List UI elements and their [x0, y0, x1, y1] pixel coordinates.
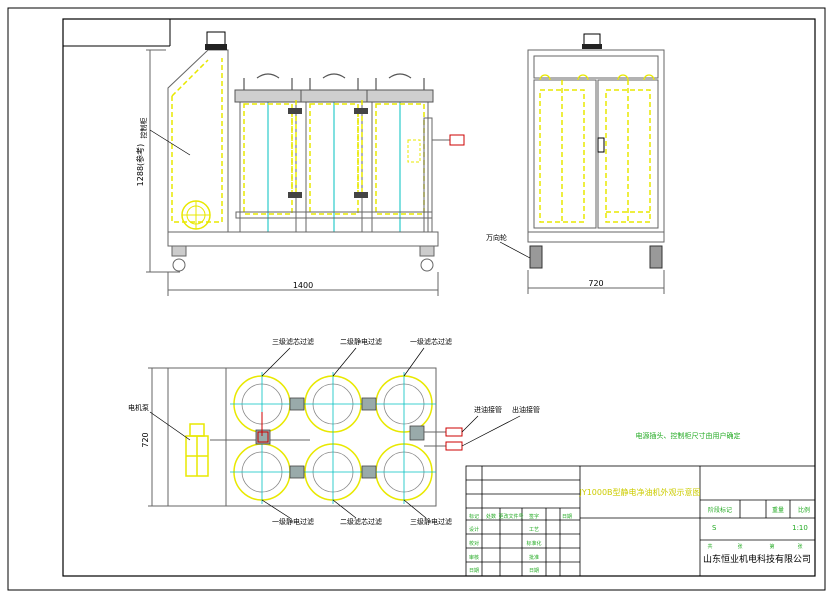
sheet-label-3: 张	[797, 543, 802, 550]
company-name: 山东恒业机电科技有限公司	[703, 553, 811, 565]
scale-header: 比例	[798, 506, 810, 514]
label-top-mid: 二级静电过滤	[340, 337, 382, 346]
right-row-3: 日期	[529, 568, 539, 574]
outer-border	[7, 7, 826, 591]
top-frame	[167, 367, 437, 507]
left-row-0: 设计	[469, 526, 479, 533]
motor-label: 电机泵	[128, 403, 149, 412]
right-row-1: 标准化	[526, 540, 541, 547]
sheet-label-0: 共	[707, 543, 712, 550]
top-view: 720 电机泵 三级滤芯过滤 二级静电过滤 一级滤芯过滤 一级静电过滤 二级滤芯…	[128, 337, 540, 526]
row-label-1: 处数	[486, 513, 496, 520]
front-width-dim: 720	[588, 279, 603, 288]
title-block	[465, 465, 816, 577]
control-cabinet-label: 控制柜	[139, 118, 148, 139]
side-frame	[167, 231, 439, 247]
side-view: 1288(参考) 1400 控制柜	[135, 31, 465, 296]
warning-lamp-base	[205, 44, 227, 50]
row-label-2: 更改文件号	[498, 513, 523, 520]
caster-right	[420, 258, 434, 272]
sheet-label-1: 张	[737, 543, 742, 550]
row-label-0: 标记	[469, 513, 479, 520]
outlet-label: 出油接管	[512, 405, 540, 414]
label-bottom-right: 三级静电过滤	[410, 517, 452, 526]
left-row-3: 日期	[469, 568, 479, 574]
control-cabinet-outline	[167, 49, 229, 233]
label-bottom-left: 一级静电过滤	[272, 517, 314, 526]
left-row-2: 审核	[469, 554, 479, 561]
inlet-label: 进油接管	[474, 405, 502, 414]
outlet-valve	[449, 134, 465, 146]
right-row-2: 批准	[529, 554, 539, 561]
scale-value: 1:10	[792, 524, 808, 532]
stage-mark: S	[712, 524, 717, 532]
sheet-label-2: 第	[769, 543, 774, 550]
drawing-title: JY1000B型静电净油机外观示意图	[578, 487, 700, 497]
row-label-3: 签字	[529, 513, 539, 520]
label-top-right: 一级滤芯过滤	[410, 337, 452, 346]
caster-left	[172, 258, 186, 272]
left-row-1: 校对	[469, 540, 479, 547]
right-row-0: 工艺	[529, 527, 539, 533]
row-label-4: 日期	[562, 514, 572, 520]
label-bottom-mid: 二级滤芯过滤	[340, 517, 382, 526]
weight-header: 重量	[772, 506, 784, 514]
caster-label: 万向轮	[486, 233, 507, 242]
label-top-left: 三级滤芯过滤	[272, 337, 314, 346]
title-row-labels: 标记 处数 更改文件号 签字 日期 设计 校对 审核 日期 工艺 标准化 批准 …	[469, 513, 803, 574]
note-text: 电源插头、控制柜尺寸由用户确定	[636, 431, 741, 440]
side-width-dim: 1400	[293, 281, 313, 290]
inner-border	[62, 18, 816, 577]
top-depth-dim: 720	[141, 432, 150, 447]
side-height-dim: 1288(参考)	[135, 144, 145, 187]
stage-mark-header: 阶段标记	[708, 506, 732, 514]
front-view: 720 万向轮	[486, 33, 665, 294]
